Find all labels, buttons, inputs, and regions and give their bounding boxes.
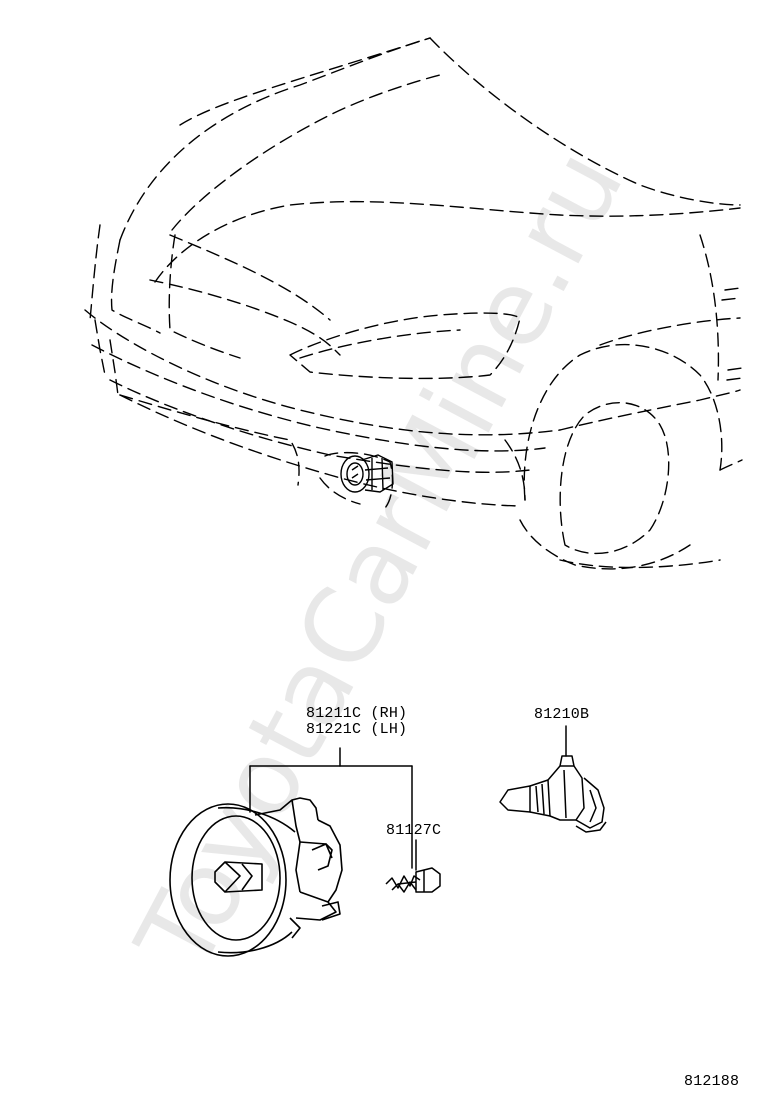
label-bulb: 81210B (534, 706, 590, 723)
label-housing-lh: 81221C (LH) (306, 721, 408, 738)
fog-lamp-on-vehicle (340, 454, 394, 493)
fog-lamp-housing (169, 797, 343, 957)
fog-lamp-bulb (499, 755, 607, 833)
label-housing-rh: 81211C (RH) (306, 705, 408, 722)
diagram-id: 812188 (684, 1073, 740, 1090)
label-screw: 81127C (386, 822, 442, 839)
adjusting-screw (385, 867, 441, 893)
